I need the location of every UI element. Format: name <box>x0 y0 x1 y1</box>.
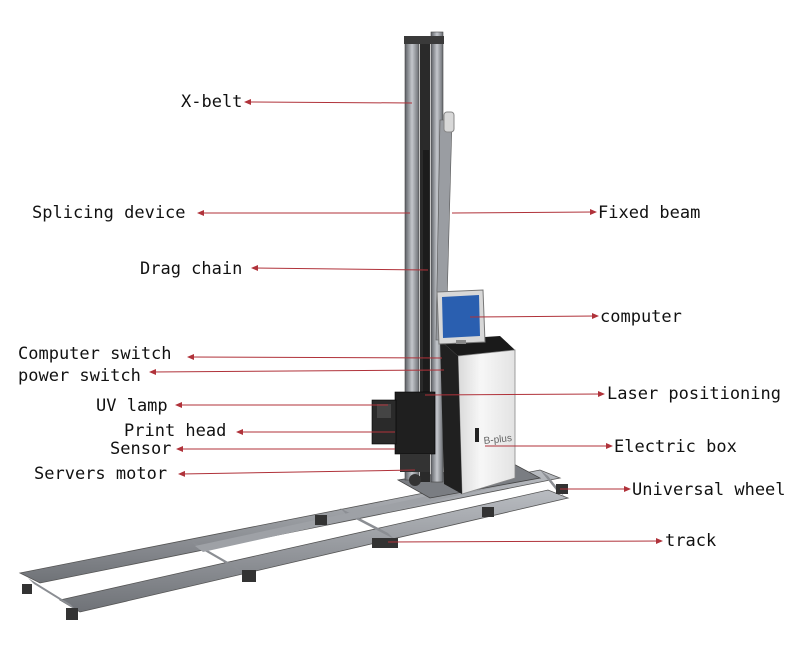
computer-monitor <box>436 289 486 345</box>
label-universal-wheel: Universal wheel <box>632 480 786 500</box>
label-drag-chain: Drag chain <box>140 259 243 279</box>
label-uv-lamp: UV lamp <box>96 396 168 416</box>
label-print-head: Print head <box>124 421 227 441</box>
track-frame <box>18 469 570 620</box>
label-splicing-device: Splicing device <box>32 203 186 223</box>
electric-box: B-plus <box>440 336 516 495</box>
label-computer: computer <box>600 307 682 327</box>
leader-lines <box>149 99 663 545</box>
print-head-assembly <box>371 391 436 486</box>
label-sensor: Sensor <box>110 439 172 459</box>
label-power-switch: power switch <box>18 366 141 386</box>
brand-text: B-plus <box>483 433 512 447</box>
label-track: track <box>665 531 717 551</box>
label-fixed-beam: Fixed beam <box>598 203 701 223</box>
label-computer-switch: Computer switch <box>18 344 172 364</box>
label-x-belt: X-belt <box>181 92 243 112</box>
label-electric-box: Electric box <box>614 437 737 457</box>
label-servers-motor: Servers motor <box>34 464 168 484</box>
label-laser-positioning: Laser positioning <box>607 384 781 404</box>
